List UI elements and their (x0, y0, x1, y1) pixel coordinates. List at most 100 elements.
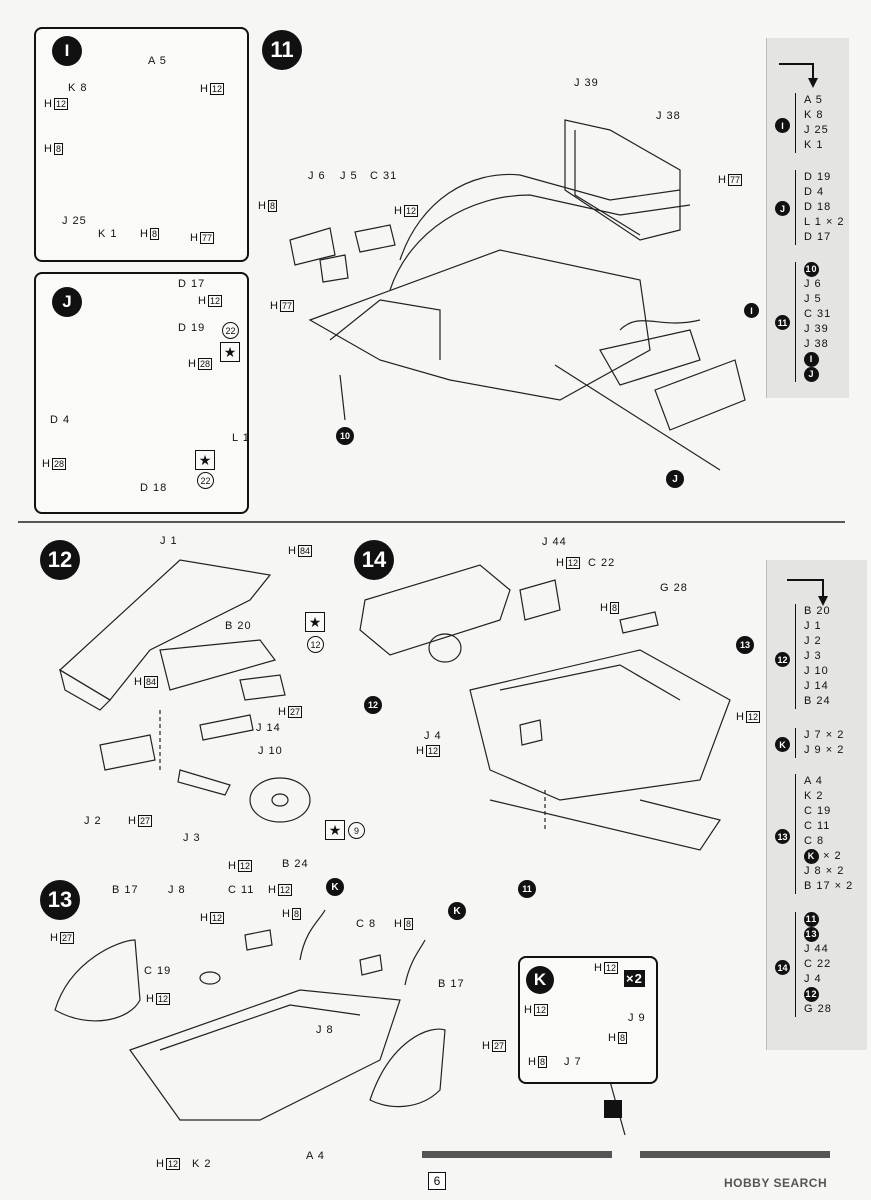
part-label-j8: J 8 (168, 884, 186, 896)
checklist-item: K × 2 (804, 849, 853, 864)
parts-checklist-lower: 12 B 20 J 1 J 2 J 3 J 10 J 14 B 24 K J 7… (766, 560, 867, 1050)
step-number-12: 12 (40, 540, 80, 580)
checklist-item: C 19 (804, 805, 832, 817)
part-label-j38: J 38 (656, 110, 681, 122)
part-label-j10: J 10 (258, 745, 283, 757)
step-ref-13: 13 (775, 829, 790, 844)
step-ref-10: 10 (804, 262, 819, 277)
arrow-corner-icon (787, 579, 828, 606)
step-ref-k: K (775, 737, 790, 752)
checklist-item: B 20 (804, 605, 831, 617)
part-label-g28: G 28 (660, 582, 688, 594)
step-ref-11: 11 (804, 912, 819, 927)
checklist-item: J 4 (804, 973, 822, 985)
step-marker-j: J (52, 287, 82, 317)
checklist-group-13: A 4 K 2 C 19 C 11 C 8 K × 2 J 8 × 2 B 17… (795, 774, 853, 894)
checklist-item: J 14 (804, 680, 829, 692)
sub-assembly-box-i (34, 27, 249, 262)
paint-star-icon: ★ (220, 342, 240, 362)
checklist-item: C 8 (804, 835, 825, 847)
part-label-c8: C 8 (356, 918, 377, 930)
checklist-count: × 2 (823, 850, 842, 862)
step-ref-13: 13 (736, 636, 754, 654)
step-ref-12: 12 (364, 696, 382, 714)
page-number: 6 (428, 1172, 446, 1190)
checklist-item: J 2 (804, 635, 822, 647)
color-callout-22: 22 (197, 472, 214, 489)
part-label-c19: C 19 (144, 965, 172, 977)
footer-bar-right (640, 1151, 830, 1158)
checklist-item: B 24 (804, 695, 831, 707)
step-ref-12: 12 (804, 987, 819, 1002)
step-marker-k: K (526, 966, 554, 994)
checklist-item: G 28 (804, 1003, 832, 1015)
checklist-item: C 31 (804, 308, 832, 320)
part-label-b17: B 17 (112, 884, 139, 896)
step-ref-k: K (326, 878, 344, 896)
checklist-item: J 25 (804, 124, 829, 136)
checklist-item: B 17 × 2 (804, 880, 854, 892)
arrow-corner-icon (779, 63, 818, 88)
part-label-d18: D 18 (140, 482, 168, 494)
next-step-arrow-icon (604, 1100, 622, 1118)
color-callout-12: 12 (307, 636, 324, 653)
checklist-item: C 11 (804, 820, 831, 832)
part-label-j3: J 3 (183, 832, 201, 844)
part-label-j39: J 39 (574, 77, 599, 89)
step-number-13: 13 (40, 880, 80, 920)
part-label-j7: J 7 (564, 1056, 582, 1068)
checklist-item: J 3 (804, 650, 822, 662)
checklist-item: D 18 (804, 201, 832, 213)
checklist-group-i: A 5 K 8 J 25 K 1 (795, 93, 829, 153)
part-label-j5: J 5 (340, 170, 358, 182)
part-label-j4: J 4 (424, 730, 442, 742)
part-label-k1: K 1 (98, 228, 118, 240)
part-label-b20: B 20 (225, 620, 252, 632)
checklist-item: K 1 (804, 139, 824, 151)
part-label-j9: J 9 (628, 1012, 646, 1024)
checklist-item: A 5 (804, 94, 823, 106)
part-label-c22: C 22 (588, 557, 616, 569)
part-label-d4: D 4 (50, 414, 71, 426)
step-ref-i: I (744, 303, 759, 318)
checklist-item: K 2 (804, 790, 824, 802)
checklist-item: J 9 × 2 (804, 744, 845, 756)
checklist-item: J 38 (804, 338, 829, 350)
checklist-group-12: B 20 J 1 J 2 J 3 J 10 J 14 B 24 (795, 604, 831, 709)
step-marker-i: I (52, 36, 82, 66)
part-label-d17: D 17 (178, 278, 206, 290)
checklist-item: J 8 × 2 (804, 865, 845, 877)
checklist-group-j: D 19 D 4 D 18 L 1 × 2 D 17 (795, 170, 845, 245)
part-label-k2: K 2 (192, 1158, 212, 1170)
footer-bar-left (422, 1151, 612, 1158)
step-ref-i: I (775, 118, 790, 133)
color-callout-22: 22 (222, 322, 239, 339)
checklist-group-k: J 7 × 2 J 9 × 2 (795, 728, 844, 758)
checklist-item: J 39 (804, 323, 829, 335)
part-label-j14: J 14 (256, 722, 281, 734)
part-label-j1: J 1 (160, 535, 178, 547)
paint-star-icon: ★ (305, 612, 325, 632)
checklist-item: D 4 (804, 186, 825, 198)
checklist-item: D 17 (804, 231, 832, 243)
